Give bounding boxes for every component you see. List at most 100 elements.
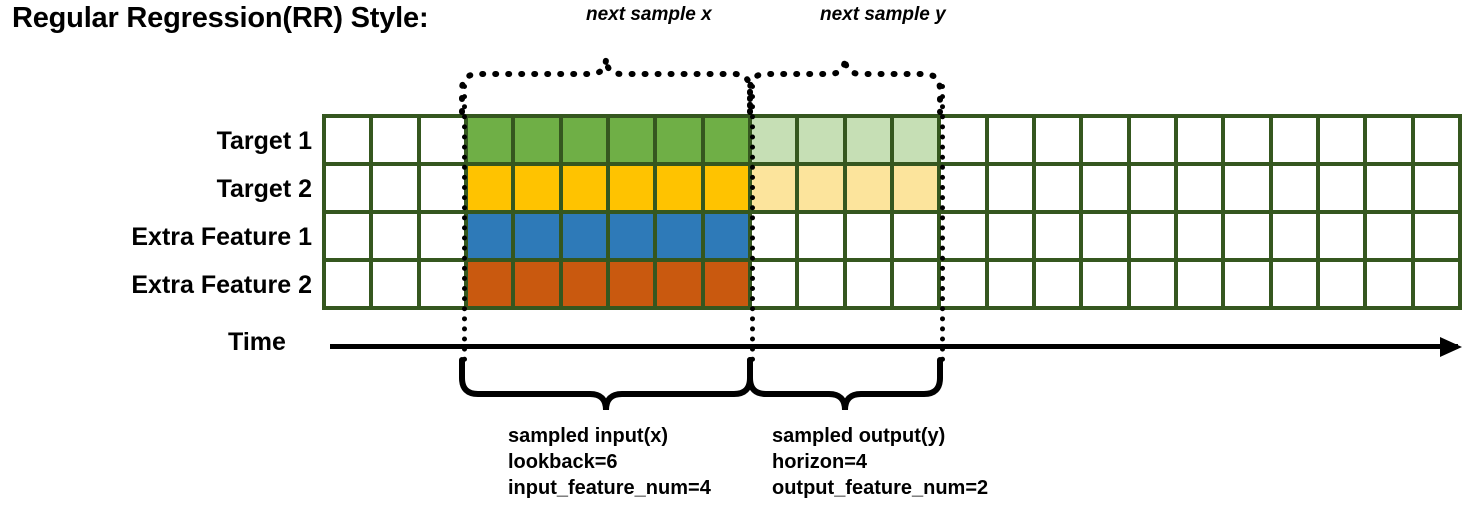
grid-cell-empty-r3-c1 [373, 262, 417, 306]
grid-cell-output-r0-c9 [751, 118, 796, 162]
grid-cell-empty-r0-c22 [1367, 118, 1411, 162]
grid-cell-empty-r2-c14 [988, 214, 1032, 258]
grid-cell-input-r0-c5 [562, 118, 606, 162]
grid-cell-input-r2-c5 [562, 214, 606, 258]
grid-cell-input-r2-c6 [609, 214, 654, 258]
page-title: Regular Regression(RR) Style: [12, 2, 429, 34]
time-axis-label: Time [228, 328, 286, 356]
grid-cell-output-r0-c10 [799, 118, 843, 162]
grid-cell-empty-r0-c18 [1177, 118, 1222, 162]
grid-cell-empty-r2-c21 [1319, 214, 1364, 258]
grid-cell-input-r3-c8 [704, 262, 748, 306]
grid-cell-empty-r3-c9 [751, 262, 796, 306]
grid-cell-input-r3-c7 [657, 262, 701, 306]
grid-cell-empty-r3-c10 [799, 262, 843, 306]
grid-cell-empty-r0-c21 [1319, 118, 1364, 162]
grid-cell-empty-r3-c23 [1414, 262, 1458, 306]
grid-cell-input-r0-c4 [515, 118, 559, 162]
grid-cell-empty-r1-c1 [373, 166, 417, 210]
row-label-target-2: Target 2 [216, 175, 312, 203]
grid-cell-empty-r3-c12 [893, 262, 938, 306]
grid-cell-empty-r2-c11 [846, 214, 890, 258]
grid-cell-empty-r3-c11 [846, 262, 890, 306]
grid-cell-input-r0-c6 [609, 118, 654, 162]
grid-cell-empty-r1-c14 [988, 166, 1032, 210]
grid-cell-input-r3-c6 [609, 262, 654, 306]
grid-cell-empty-r2-c19 [1225, 214, 1269, 258]
grid-cell-input-r0-c8 [704, 118, 748, 162]
guide-line-input-start [462, 84, 467, 362]
grid-cell-empty-r3-c21 [1319, 262, 1364, 306]
grid-cell-empty-r2-c12 [893, 214, 938, 258]
grid-cell-input-r3-c5 [562, 262, 606, 306]
grid-cell-empty-r0-c19 [1225, 118, 1269, 162]
grid-cell-empty-r1-c0 [326, 166, 370, 210]
grid-cell-input-r1-c7 [657, 166, 701, 210]
grid-cell-empty-r3-c22 [1367, 262, 1411, 306]
grid-cell-empty-r2-c17 [1130, 214, 1174, 258]
grid-cell-empty-r2-c10 [799, 214, 843, 258]
annotation-sampled-output: sampled output(y) horizon=4 output_featu… [772, 423, 988, 501]
grid-cell-empty-r2-c18 [1177, 214, 1222, 258]
grid-cell-empty-r0-c14 [988, 118, 1032, 162]
grid-cell-empty-r2-c1 [373, 214, 417, 258]
solid-brace-sampled-input [459, 357, 753, 411]
grid-cell-empty-r3-c13 [941, 262, 985, 306]
time-axis-arrowhead-icon [1440, 337, 1462, 357]
grid-cell-empty-r1-c18 [1177, 166, 1222, 210]
grid-cell-empty-r1-c22 [1367, 166, 1411, 210]
grid-cell-empty-r3-c15 [1035, 262, 1080, 306]
grid-cell-input-r1-c4 [515, 166, 559, 210]
grid-cell-output-r1-c10 [799, 166, 843, 210]
grid-cell-empty-r1-c15 [1035, 166, 1080, 210]
annotation-sampled-input: sampled input(x) lookback=6 input_featur… [508, 423, 711, 501]
grid-cell-empty-r1-c16 [1083, 166, 1127, 210]
grid-cell-empty-r1-c23 [1414, 166, 1458, 210]
annotation-output-line-3: output_feature_num=2 [772, 477, 989, 499]
annotation-input-line-2: lookback=6 [508, 451, 618, 473]
grid-cell-empty-r1-c19 [1225, 166, 1269, 210]
row-label-target-1: Target 1 [216, 127, 312, 155]
grid-cell-input-r2-c8 [704, 214, 748, 258]
grid-cell-empty-r0-c2 [420, 118, 464, 162]
grid-cell-empty-r1-c17 [1130, 166, 1174, 210]
grid-cell-empty-r3-c0 [326, 262, 370, 306]
grid-cell-empty-r2-c20 [1272, 214, 1316, 258]
timeseries-grid [322, 114, 1462, 310]
grid-cell-empty-r3-c17 [1130, 262, 1174, 306]
annotation-output-line-2: horizon=4 [772, 451, 868, 473]
grid-cell-empty-r3-c14 [988, 262, 1032, 306]
grid-cell-empty-r2-c0 [326, 214, 370, 258]
grid-cell-empty-r1-c20 [1272, 166, 1316, 210]
grid-cell-input-r0-c7 [657, 118, 701, 162]
grid-cell-empty-r2-c23 [1414, 214, 1458, 258]
grid-cell-empty-r2-c9 [751, 214, 796, 258]
grid-cell-empty-r1-c13 [941, 166, 985, 210]
grid-cell-input-r2-c4 [515, 214, 559, 258]
grid-cell-empty-r1-c21 [1319, 166, 1364, 210]
grid-cell-output-r1-c12 [893, 166, 938, 210]
grid-cell-empty-r0-c16 [1083, 118, 1127, 162]
grid-cell-empty-r3-c16 [1083, 262, 1127, 306]
row-label-extra-feature-1: Extra Feature 1 [131, 223, 312, 251]
grid-cell-output-r1-c9 [751, 166, 796, 210]
annotation-input-line-1: sampled input(x) [508, 425, 669, 447]
grid-cell-empty-r3-c18 [1177, 262, 1222, 306]
grid-cell-output-r1-c11 [846, 166, 890, 210]
grid-cell-empty-r2-c16 [1083, 214, 1127, 258]
grid-cell-input-r1-c3 [467, 166, 512, 210]
grid-cell-empty-r0-c17 [1130, 118, 1174, 162]
grid-cell-empty-r0-c0 [326, 118, 370, 162]
guide-line-output-end [940, 84, 945, 362]
grid-cell-empty-r3-c2 [420, 262, 464, 306]
next-sample-x-label: next sample x [586, 4, 712, 25]
grid-cell-empty-r2-c22 [1367, 214, 1411, 258]
grid-cell-empty-r0-c15 [1035, 118, 1080, 162]
grid-cell-empty-r2-c13 [941, 214, 985, 258]
grid-cell-input-r1-c5 [562, 166, 606, 210]
grid-cell-empty-r2-c15 [1035, 214, 1080, 258]
grid-cell-empty-r0-c20 [1272, 118, 1316, 162]
row-label-extra-feature-2: Extra Feature 2 [131, 271, 312, 299]
grid-cell-input-r0-c3 [467, 118, 512, 162]
